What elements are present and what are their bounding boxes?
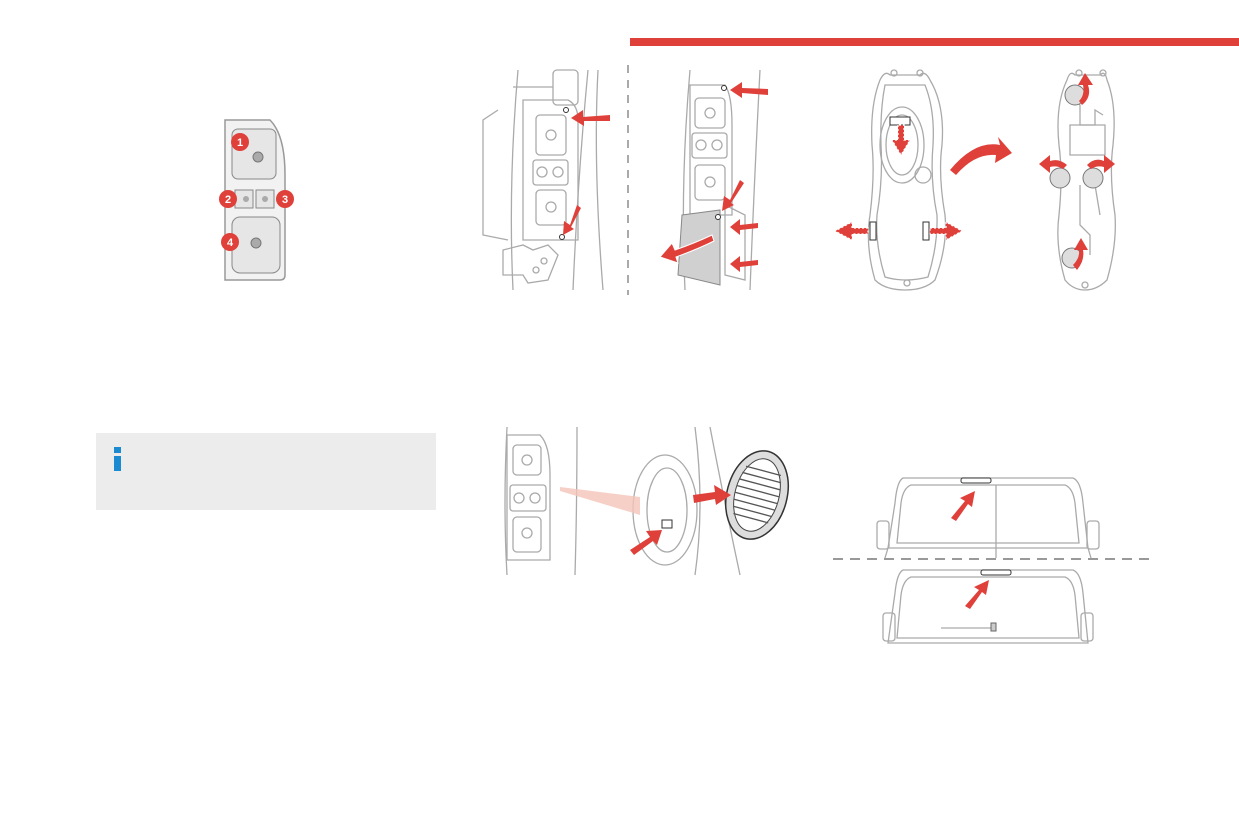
- arrow-icon: [722, 180, 744, 211]
- arrow-icon: [929, 220, 964, 242]
- arrow-icon: [563, 205, 581, 235]
- arrow-icon: [1087, 155, 1115, 173]
- svg-text:4: 4: [227, 237, 234, 249]
- arrow-icon: [730, 82, 768, 98]
- info-panel: [96, 433, 436, 510]
- vehicle-rear-view-diagram: [833, 477, 1155, 644]
- arrow-icon: [730, 219, 758, 235]
- step-remove-bulbs-diagram: [1039, 69, 1116, 291]
- info-icon: [112, 447, 122, 472]
- arrow-icon: [1073, 238, 1088, 270]
- arrow-icon: [1078, 73, 1093, 105]
- lamp-badge-1: 1: [231, 133, 249, 151]
- rear-lamp-cluster-diagram: 1 2 3 4: [219, 119, 294, 281]
- arrow-icon: [965, 580, 989, 609]
- access-cover-diagram: [504, 426, 789, 576]
- access-cover: [725, 450, 789, 540]
- lamp-badge-3: 3: [276, 190, 294, 208]
- arrow-icon: [571, 110, 610, 126]
- arrow-icon: [833, 221, 869, 241]
- svg-text:2: 2: [225, 194, 231, 206]
- step-remove-lamp-unit-diagram: [659, 69, 768, 291]
- arrow-icon: [659, 234, 715, 264]
- lamp-badge-4: 4: [221, 233, 239, 251]
- arrow-icon: [693, 485, 731, 505]
- step-divider-dashed: [627, 65, 629, 295]
- arrow-icon: [630, 530, 662, 555]
- arrow-icon: [951, 491, 975, 521]
- arrow-icon: [1039, 155, 1067, 173]
- arrow-icon: [890, 124, 912, 157]
- svg-text:1: 1: [237, 137, 243, 149]
- svg-text:3: 3: [282, 194, 288, 206]
- arrow-icon: [730, 256, 758, 272]
- step-remove-screws-diagram: [482, 69, 610, 291]
- step-unclip-bulb-holder-diagram: [833, 69, 1012, 291]
- arrow-icon: [950, 137, 1012, 175]
- header-accent-bar: [630, 38, 1239, 46]
- lamp-badge-2: 2: [219, 190, 237, 208]
